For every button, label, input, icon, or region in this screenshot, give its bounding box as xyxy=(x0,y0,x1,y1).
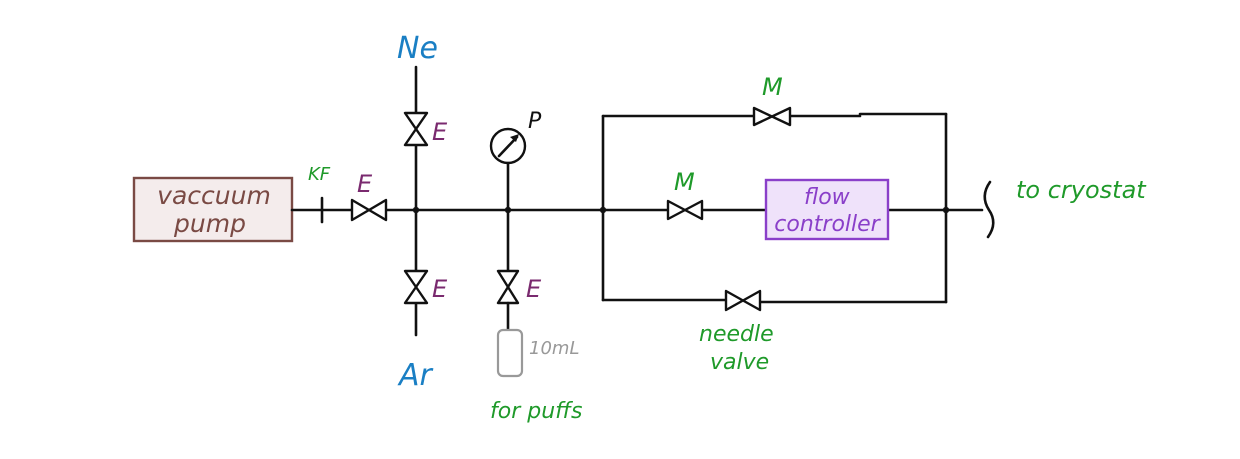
bowtie-valve-icon xyxy=(350,198,388,222)
to-cryostat-label: to cryostat xyxy=(1016,176,1147,204)
ne-valve-label: E xyxy=(432,118,448,146)
ar-label: Ar xyxy=(397,358,434,393)
kf-label: KF xyxy=(308,164,331,185)
vacuum-pump-label-line1: vaccuum xyxy=(157,181,271,210)
for-puffs-label: for puffs xyxy=(490,399,583,424)
pump-valve-label: E xyxy=(357,170,373,198)
bowtie-valve-icon xyxy=(752,106,792,127)
bowtie-valve-icon xyxy=(403,269,429,305)
line-break-icon xyxy=(983,180,995,239)
bowtie-valve-icon xyxy=(724,289,762,312)
flow-controller-label-line1: flow xyxy=(804,185,851,210)
bowtie-valve-icon xyxy=(403,111,429,147)
kf-flange: KF xyxy=(308,164,331,224)
needle-valve-label-line1: needle xyxy=(699,322,774,347)
pressure-branch: P E 10mL for puffs xyxy=(489,109,583,424)
flow-controller-label-line2: controller xyxy=(774,212,881,237)
manifold: M M flow controller needle valve xyxy=(599,73,950,375)
bottle-icon xyxy=(496,328,524,378)
ne-label: Ne xyxy=(397,31,438,66)
top-valve-label: M xyxy=(762,73,783,101)
vacuum-pump: vaccuum pump xyxy=(132,176,294,243)
needle-valve-label-line2: valve xyxy=(710,350,769,375)
bowtie-valve-icon xyxy=(496,269,520,305)
ar-valve-label: E xyxy=(432,275,448,303)
ne-ar-branch: Ne E E Ar xyxy=(397,31,448,393)
vacuum-pump-label-line2: pump xyxy=(173,209,246,238)
pump-valve: E xyxy=(350,170,388,222)
flow-controller xyxy=(764,178,890,241)
bowtie-valve-icon xyxy=(666,199,704,221)
bottle-label: 10mL xyxy=(529,338,579,359)
pressure-label: P xyxy=(528,109,542,134)
middle-valve-label: M xyxy=(674,168,695,196)
puff-valve-label: E xyxy=(526,275,542,303)
